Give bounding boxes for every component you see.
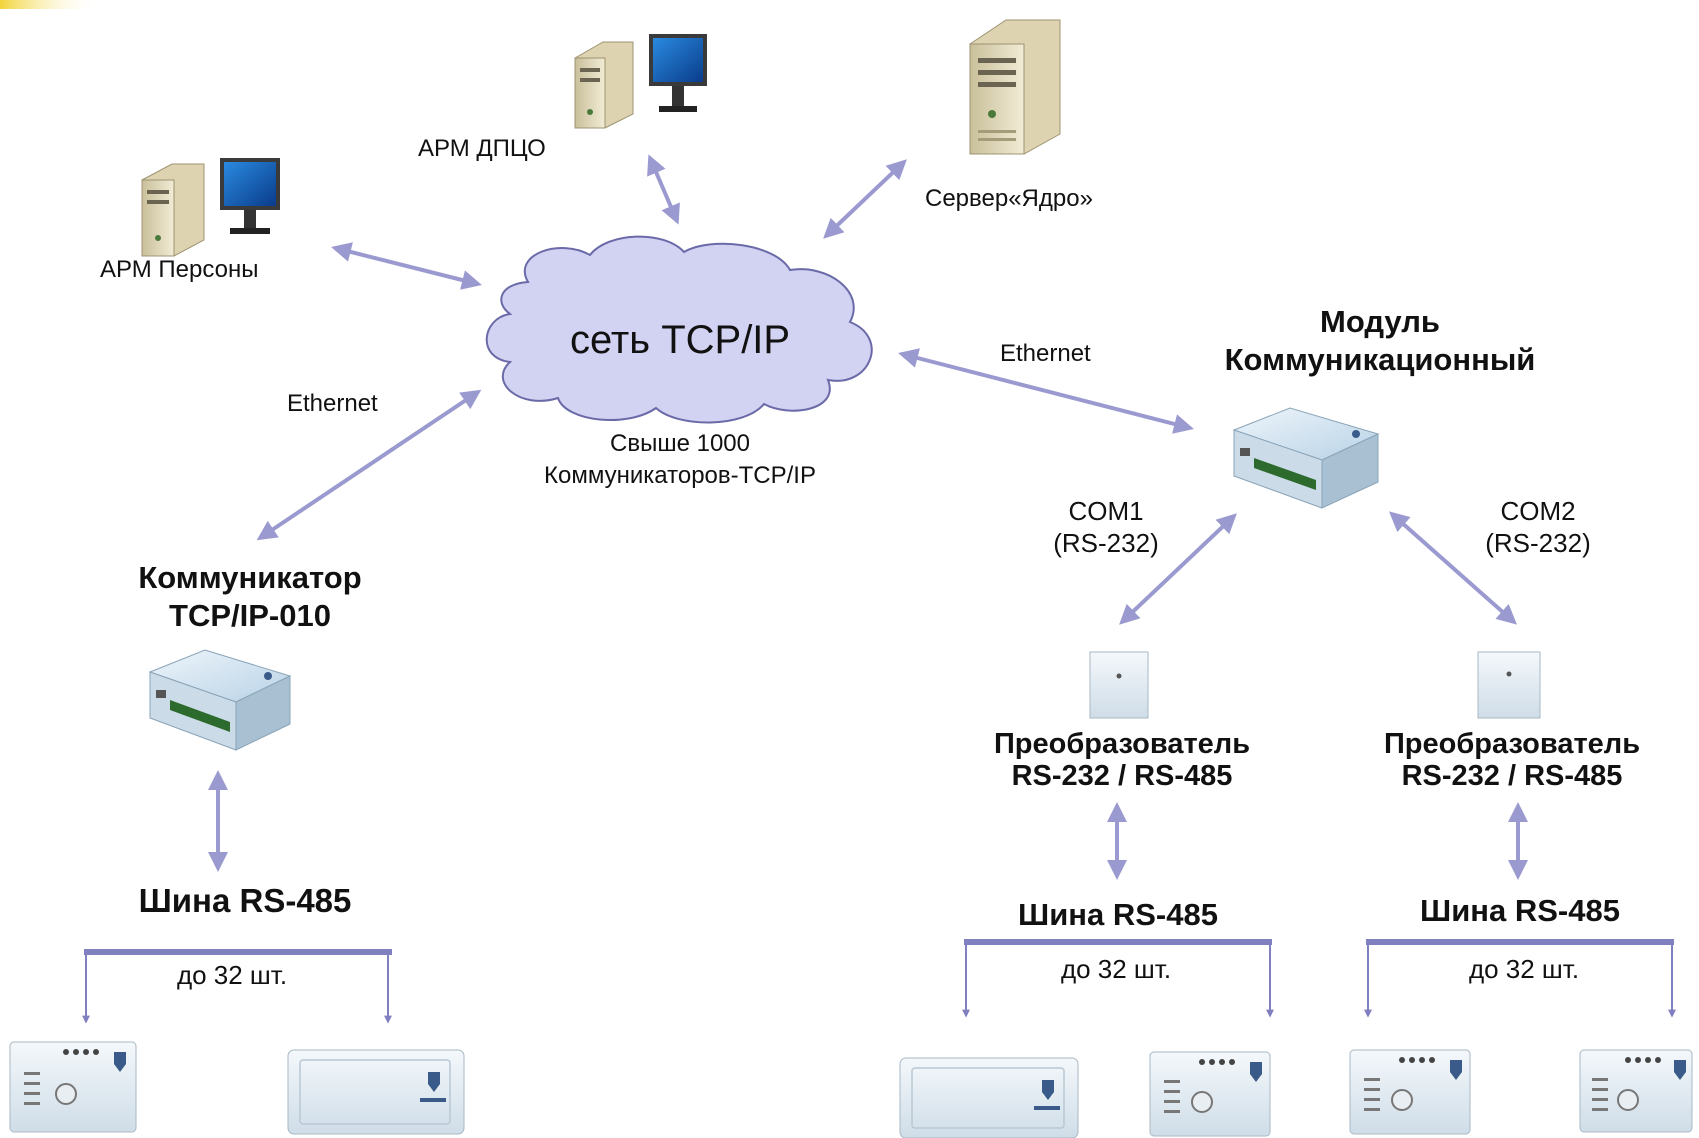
bus-count-left: до 32 шт. <box>176 960 288 990</box>
com2-rs232-label: (RS-232) <box>1485 528 1591 558</box>
workstation-icon <box>574 34 707 129</box>
network-cloud-icon <box>485 235 873 424</box>
bus-label-right: Шина RS-485 <box>1420 893 1620 928</box>
corner-accent <box>0 0 100 9</box>
link-arrow <box>1389 511 1517 625</box>
module-label-line-2: Коммуникационный <box>1224 342 1536 377</box>
control-panel-device-icon <box>1149 1051 1271 1137</box>
com2-label: COM2 <box>1500 496 1576 526</box>
communicator-device-icon <box>148 649 292 751</box>
extension-module-device-icon <box>287 1049 465 1135</box>
server-label: Сервер«Ядро» <box>925 185 1093 212</box>
control-panel-device-icon <box>9 1041 137 1133</box>
bus-count-middle: до 32 шт. <box>1060 954 1172 984</box>
arm-dpco-label: АРМ ДПЦО <box>418 135 546 162</box>
link-arrow <box>1119 513 1237 625</box>
bus-label-middle: Шина RS-485 <box>1018 897 1218 932</box>
com1-rs232-label: (RS-232) <box>1053 528 1159 558</box>
arm-personi-label: АРМ Персоны <box>100 256 259 283</box>
link-arrow <box>256 389 482 541</box>
bus-count-right: до 32 шт. <box>1468 954 1580 984</box>
module-label-line-1: Модуль <box>1320 304 1440 339</box>
communicator-label-line-2: TCP/IP-010 <box>169 598 331 633</box>
bus-label-left: Шина RS-485 <box>138 882 352 919</box>
communication-module-device-icon <box>1232 407 1380 509</box>
link-arrow <box>823 159 907 239</box>
network-note-line-2: Коммуникаторов-TCP/IP <box>544 462 816 489</box>
converter-device-icon <box>1089 651 1149 719</box>
link-arrow <box>331 242 482 290</box>
link-arrow <box>898 348 1194 434</box>
control-panel-device-icon <box>1579 1049 1693 1133</box>
workstation-icon <box>141 158 280 257</box>
converter-device-icon <box>1477 651 1541 719</box>
converter-2-label-line-2: RS-232 / RS-485 <box>1401 760 1623 792</box>
ethernet-label-right: Ethernet <box>1000 340 1091 367</box>
com1-label: COM1 <box>1068 496 1144 526</box>
ethernet-label-left: Ethernet <box>287 390 378 417</box>
network-label: сеть TCP/IP <box>570 318 791 362</box>
network-note-line-1: Свыше 1000 <box>610 430 750 457</box>
control-panel-device-icon <box>1349 1049 1471 1135</box>
server-icon <box>969 19 1061 155</box>
converter-1-label-line-2: RS-232 / RS-485 <box>1011 760 1233 792</box>
extension-module-device-icon <box>899 1057 1079 1138</box>
communicator-label-line-1: Коммуникатор <box>138 560 362 595</box>
converter-1-label-line-1: Преобразователь <box>993 728 1251 760</box>
link-arrow <box>647 154 680 225</box>
converter-2-label-line-1: Преобразователь <box>1383 728 1641 760</box>
